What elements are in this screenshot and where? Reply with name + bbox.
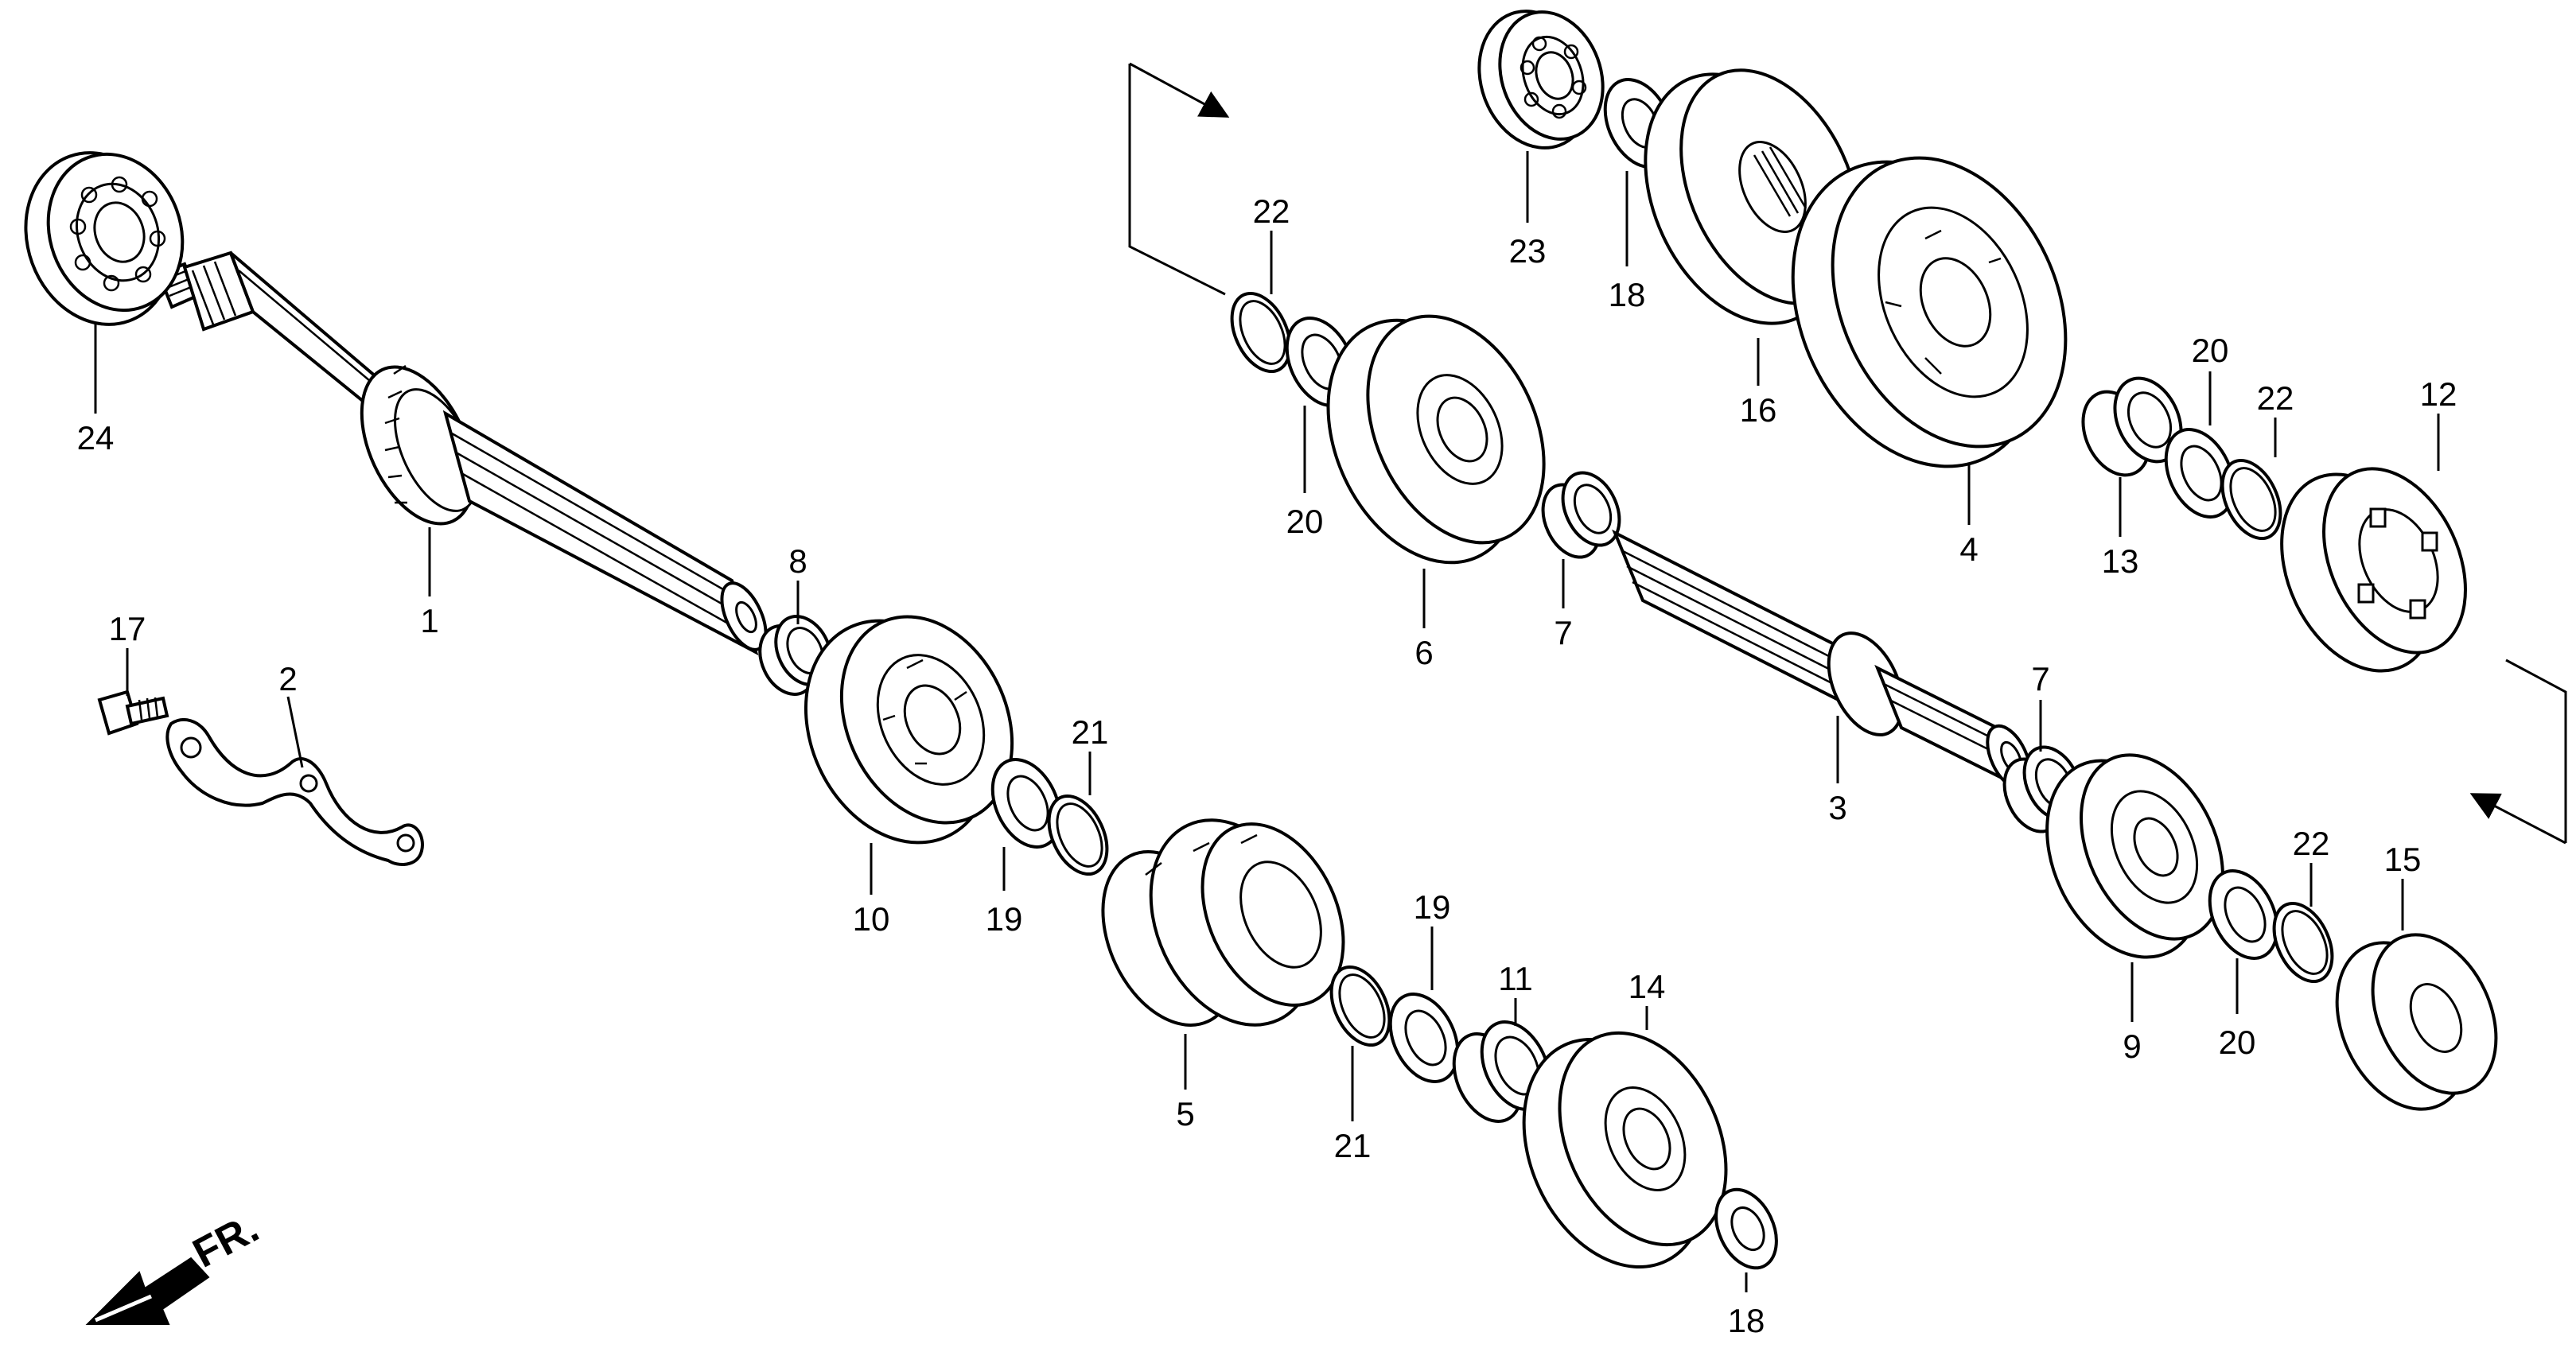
callout-21-b: 21	[1334, 1127, 1372, 1164]
splined-washer-part-19-a	[990, 758, 1062, 849]
callout-20-a: 20	[1286, 503, 1324, 540]
circlip-part-22-a	[1230, 291, 1292, 374]
callout-6: 6	[1414, 634, 1433, 671]
callout-4: 4	[1959, 530, 1978, 568]
callout-18-a: 18	[1609, 276, 1646, 313]
circlip-part-22-c	[2272, 901, 2334, 984]
splined-washer-part-19-b	[1388, 993, 1460, 1083]
callout-11: 11	[1498, 960, 1533, 997]
gear-part-14	[1522, 1031, 1728, 1269]
callout-17: 17	[109, 610, 146, 647]
callout-18-b: 18	[1728, 1302, 1765, 1339]
callout-labels: 1 2 3 4 5 6 7 7 8 9 10 11 12 13 14 15 16…	[77, 192, 2457, 1339]
callout-24: 24	[77, 419, 115, 456]
front-direction-arrow: FR.	[85, 1205, 267, 1325]
callout-2: 2	[278, 660, 297, 697]
thrust-washer-part-18-b	[1714, 1187, 1778, 1270]
callout-3: 3	[1828, 789, 1846, 826]
callout-8: 8	[788, 542, 807, 580]
splined-washer-part-20-b	[2164, 428, 2236, 519]
callout-14: 14	[1628, 968, 1666, 1005]
callout-5: 5	[1176, 1095, 1194, 1132]
callout-12: 12	[2420, 375, 2457, 413]
circlip-part-22-b	[2220, 458, 2282, 541]
gear-part-4	[1791, 156, 2068, 468]
callout-15: 15	[2384, 841, 2422, 878]
leader-lines	[94, 151, 2440, 1292]
callout-23: 23	[1509, 232, 1547, 270]
callout-13: 13	[2102, 542, 2139, 580]
callout-9: 9	[2123, 1028, 2141, 1065]
ball-bearing-part-24	[24, 151, 185, 326]
callout-19-b: 19	[1414, 888, 1451, 926]
mainshaft-part-1	[157, 251, 768, 656]
callout-20-b: 20	[2192, 332, 2229, 369]
bushing-part-7-a	[1541, 471, 1621, 559]
gear-part-12	[2280, 467, 2467, 673]
callout-22-c: 22	[2293, 825, 2330, 862]
bushing-part-8	[758, 615, 833, 696]
callout-22-a: 22	[1253, 192, 1290, 230]
callout-20-c: 20	[2219, 1024, 2256, 1061]
callout-1: 1	[420, 602, 438, 639]
circlip-part-21-a	[1047, 794, 1109, 876]
gear-part-16	[1644, 68, 1861, 325]
assembly-bracket-top	[1128, 62, 1230, 296]
callout-22-b: 22	[2257, 379, 2294, 417]
gear-part-9	[2045, 753, 2224, 959]
ball-bearing-part-23	[1477, 10, 1605, 150]
needle-bearing-part-13	[2081, 376, 2183, 477]
gear-part-6	[1326, 314, 1546, 565]
bolt-part-17	[97, 690, 169, 736]
stopper-plate-part-2	[165, 718, 424, 866]
callout-19-a: 19	[986, 900, 1023, 938]
gear-part-5	[1101, 818, 1345, 1027]
callout-21-a: 21	[1072, 713, 1109, 751]
callout-10: 10	[853, 900, 890, 938]
callout-16: 16	[1740, 391, 1777, 429]
assembly-bracket-right	[2469, 659, 2567, 845]
circlip-part-21-b	[1329, 965, 1391, 1047]
callout-7-a: 7	[1554, 614, 1572, 651]
gear-part-10	[804, 615, 1014, 845]
callout-7-b: 7	[2031, 660, 2049, 697]
splined-washer-part-20-c	[2208, 869, 2279, 960]
gear-part-15	[2335, 933, 2498, 1111]
countershaft-part-3	[1612, 529, 2032, 791]
